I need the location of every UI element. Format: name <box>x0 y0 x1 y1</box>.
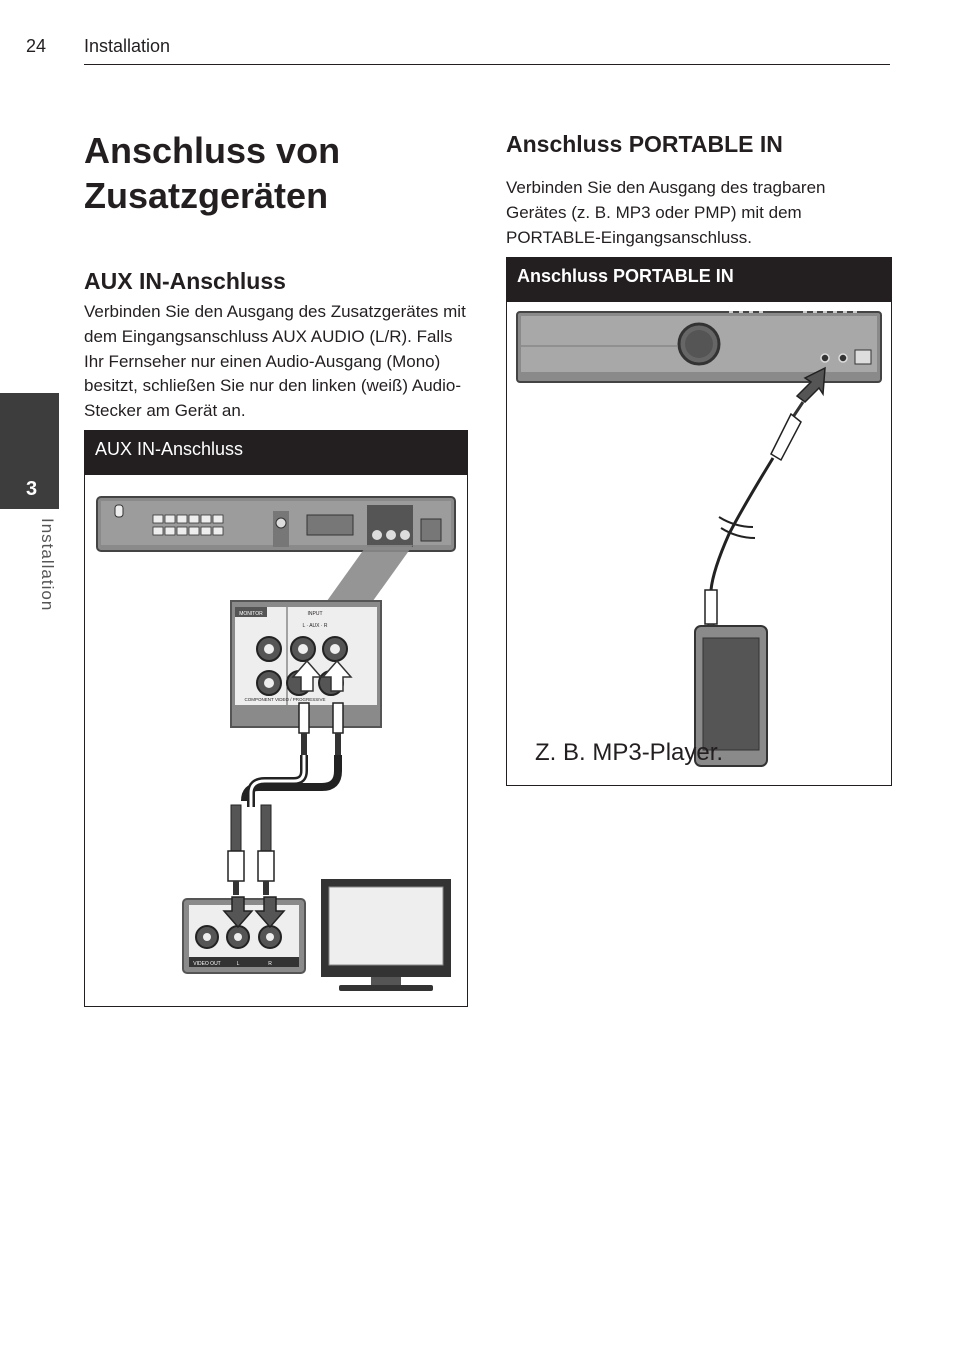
audio-r-label: R <box>268 961 272 967</box>
stereo-cable <box>704 401 805 647</box>
portable-figure: Anschluss PORTABLE IN Z. <box>506 257 892 786</box>
running-header: Installation <box>84 36 171 56</box>
portable-body: Verbinden Sie den Ausgang des tragbaren … <box>506 178 826 247</box>
receiver-front-panel <box>516 311 882 383</box>
insert-arrow-icon <box>795 366 826 403</box>
aux-body: Verbinden Sie den Ausgang des Zusatzgerä… <box>84 302 466 421</box>
page-number: 24 <box>26 36 47 56</box>
aux-heading: AUX IN-Anschluss <box>84 268 286 294</box>
portable-connection-diagram: Z. B. MP3-Player. <box>516 311 882 767</box>
video-out-label: VIDEO OUT <box>193 961 221 967</box>
chapter-tab <box>0 393 59 509</box>
aux-jack-zoom: MONITOR INPUT L · AUX · R COMPONENT VIDE… <box>230 600 382 728</box>
portable-figure-title: Anschluss PORTABLE IN <box>507 258 891 302</box>
aux-figure: AUX IN-Anschluss <box>84 430 468 1007</box>
aux-lr-label: L · AUX · R <box>302 623 327 629</box>
aux-connection-diagram: MONITOR INPUT L · AUX · R COMPONENT VIDE… <box>96 496 456 991</box>
audio-l-label: L <box>237 961 240 967</box>
page-title: Anschluss von Zusatzgeräten <box>84 130 341 216</box>
input-label: INPUT <box>308 611 323 617</box>
header-rule <box>84 64 890 65</box>
chapter-number: 3 <box>26 478 38 500</box>
monitor-label: MONITOR <box>239 611 263 617</box>
receiver-rear-panel <box>96 496 456 552</box>
chapter-label: Installation <box>38 518 57 612</box>
tv-audio-out-zoom: VIDEO OUT L R <box>182 896 306 974</box>
component-label: COMPONENT VIDEO / PROGRESSIVE <box>245 697 326 702</box>
tv-icon <box>321 879 451 991</box>
aux-figure-title: AUX IN-Anschluss <box>85 431 467 475</box>
portable-heading: Anschluss PORTABLE IN <box>506 131 783 157</box>
mp3-player-icon <box>694 625 768 767</box>
rca-cable <box>227 702 344 895</box>
device-caption: Z. B. MP3-Player. <box>535 739 723 766</box>
